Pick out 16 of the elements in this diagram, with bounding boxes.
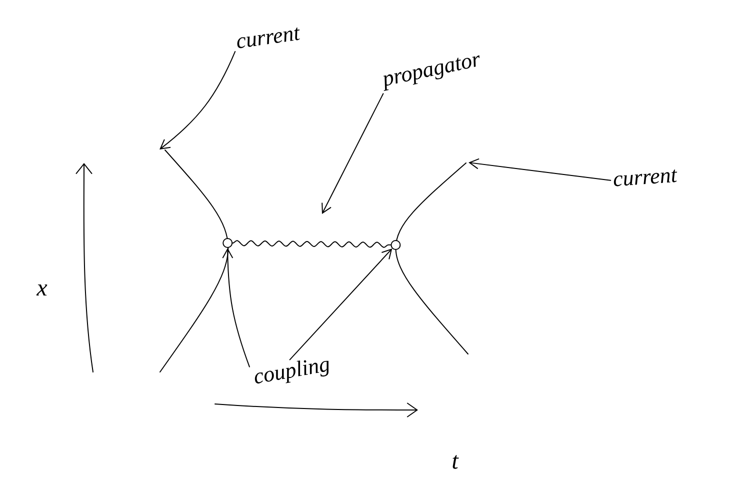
vertex-circle <box>222 238 233 248</box>
handwritten-label: current <box>614 170 678 186</box>
vertex-circle <box>390 240 401 250</box>
axis-label: x <box>36 284 48 296</box>
leader-arrow <box>468 158 612 181</box>
leader-arrow <box>222 248 250 368</box>
leader-arrow <box>289 248 392 360</box>
propagator-wavy-line <box>232 240 392 248</box>
current-line <box>395 162 468 354</box>
leader-arrow <box>160 51 236 150</box>
leader-arrow <box>322 93 384 214</box>
axis-label: t <box>452 455 459 469</box>
handwritten-label: coupling <box>254 360 328 384</box>
handwritten-label: current <box>237 28 300 48</box>
current-line <box>160 150 229 372</box>
handwritten-label: propagator <box>383 55 480 91</box>
